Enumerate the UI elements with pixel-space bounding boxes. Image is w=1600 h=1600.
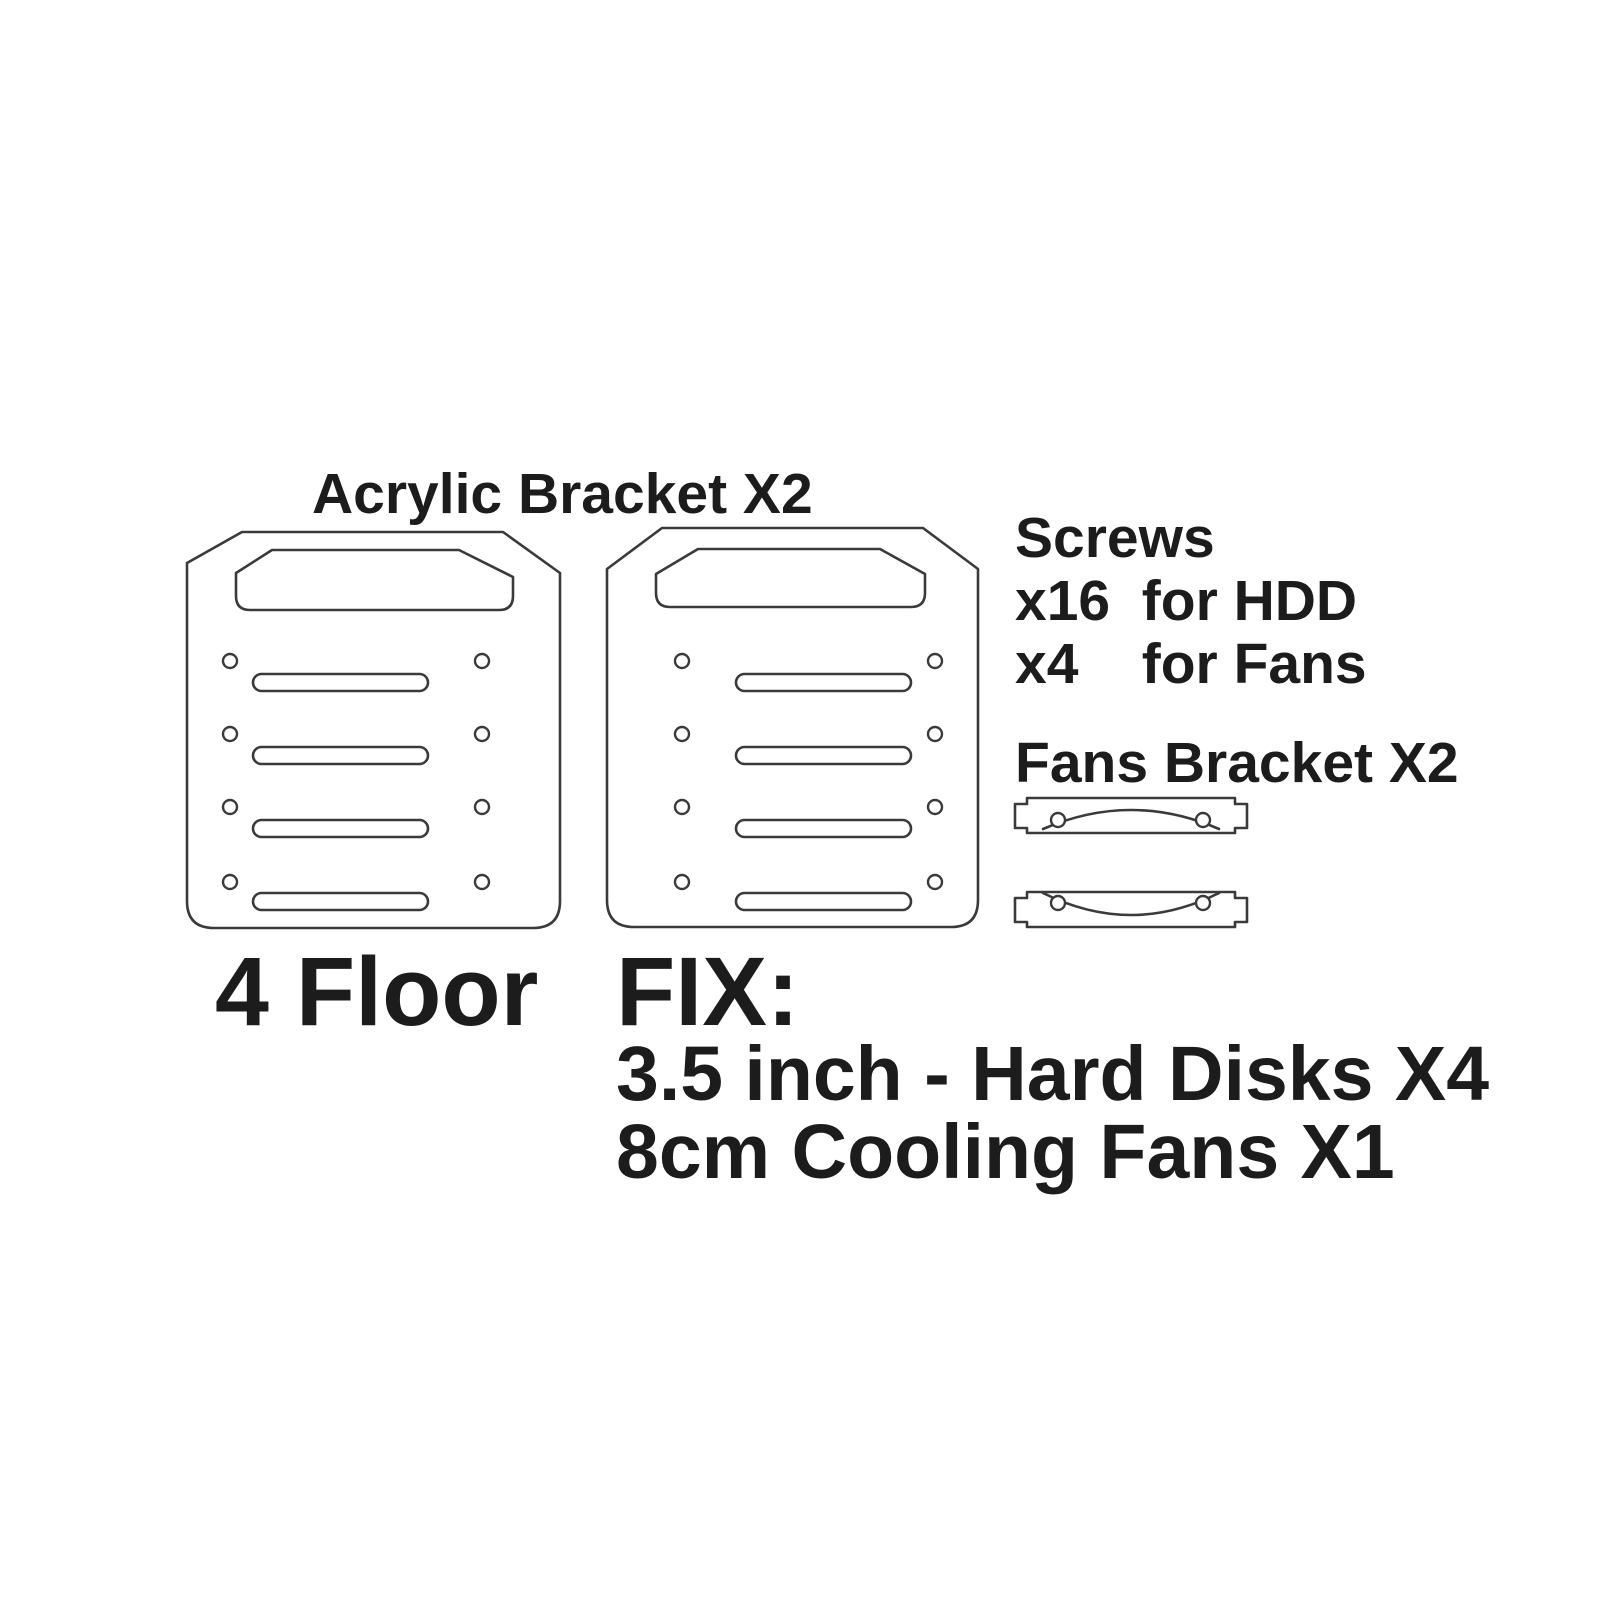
floor-label: 4 Floor [215,937,539,1046]
strip-outline [1013,890,1249,929]
screw-holes [673,652,944,891]
fix-hard-disks-line: 3.5 inch - Hard Disks X4 [616,1031,1490,1117]
acrylic-bracket-left-drawing [185,530,562,930]
handle-slot [654,547,927,609]
screws-hdd-line: x16 for HDD [1015,569,1358,633]
strip-outline [1013,796,1249,835]
fix-heading: FIX: [616,937,800,1046]
screw-hole [1049,811,1067,829]
screws-fans-line: x4 for Fans [1015,632,1367,696]
fan-bracket-bottom-drawing [1013,890,1249,929]
fix-cooling-fans-line: 8cm Cooling Fans X1 [616,1109,1395,1195]
screw-hole [1049,894,1067,912]
screws-label-block: Screws x16 for HDD x4 for Fans [1015,507,1367,696]
acrylic-bracket-right-drawing [605,526,980,929]
mounting-slots [734,672,913,912]
acrylic-bracket-title: Acrylic Bracket X2 [312,462,813,526]
fan-bracket-top-drawing [1013,796,1249,835]
mounting-slots [251,672,430,912]
screw-hole [1194,894,1212,912]
screw-holes [221,652,491,891]
screws-heading: Screws [1015,506,1215,570]
fans-bracket-heading: Fans Bracket X2 [1015,731,1459,795]
screw-hole [1194,811,1212,829]
handle-slot [234,548,515,612]
